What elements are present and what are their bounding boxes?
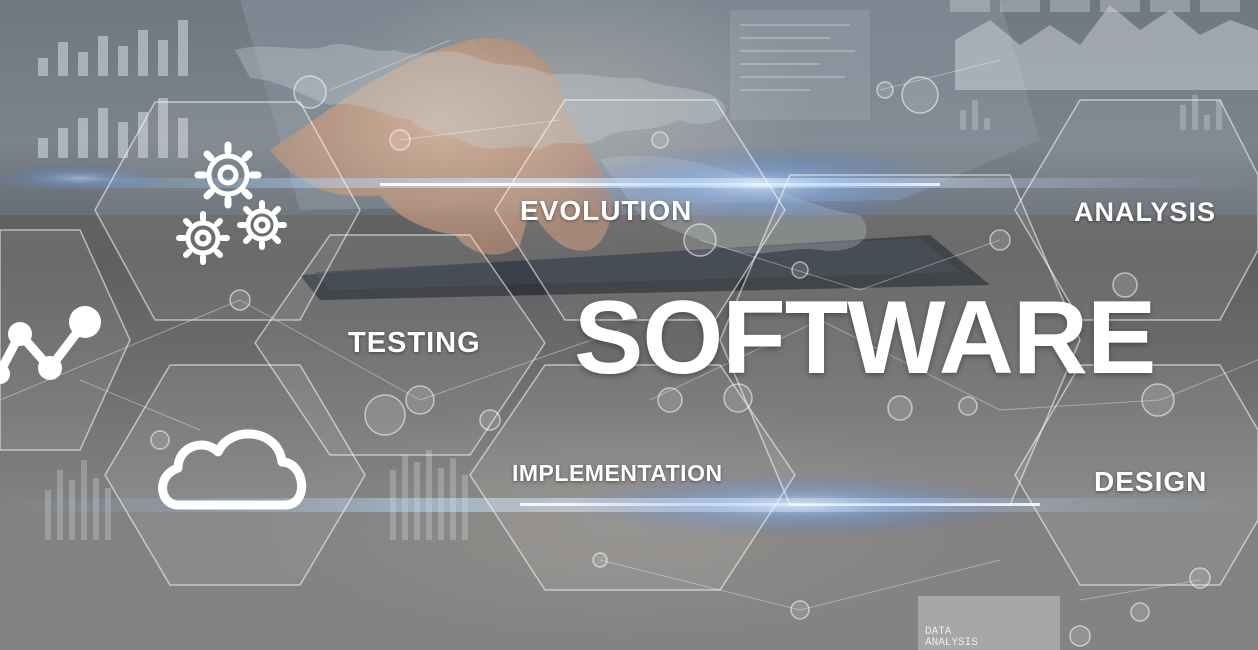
- line-chart-icon: [0, 306, 101, 384]
- label-implementation: IMPLEMENTATION: [512, 460, 723, 486]
- hexagon-cloud: [104, 364, 366, 586]
- hexagon-gears: [94, 101, 361, 321]
- hexagon-evolution: [494, 99, 786, 321]
- bar-chart-icon: [38, 20, 188, 158]
- hexagon-implementation: [469, 364, 796, 591]
- label-testing: TESTING: [348, 327, 481, 359]
- hexagon-left-edge: [0, 229, 131, 451]
- hexagon-analysis: [1014, 99, 1258, 321]
- hexagon-design: [1014, 364, 1258, 586]
- hexagon-center: [719, 174, 1081, 506]
- label-design: DESIGN: [1094, 466, 1208, 497]
- headline-software: SOFTWARE: [574, 280, 1156, 396]
- label-evolution: EVOLUTION: [520, 195, 693, 226]
- label-analysis: ANALYSIS: [1074, 197, 1217, 227]
- cloud-icon: [158, 429, 306, 510]
- data-analysis-caption: DATA ANALYSIS: [925, 626, 978, 649]
- gears-icon: [176, 141, 287, 265]
- hexagon-testing: [254, 234, 546, 456]
